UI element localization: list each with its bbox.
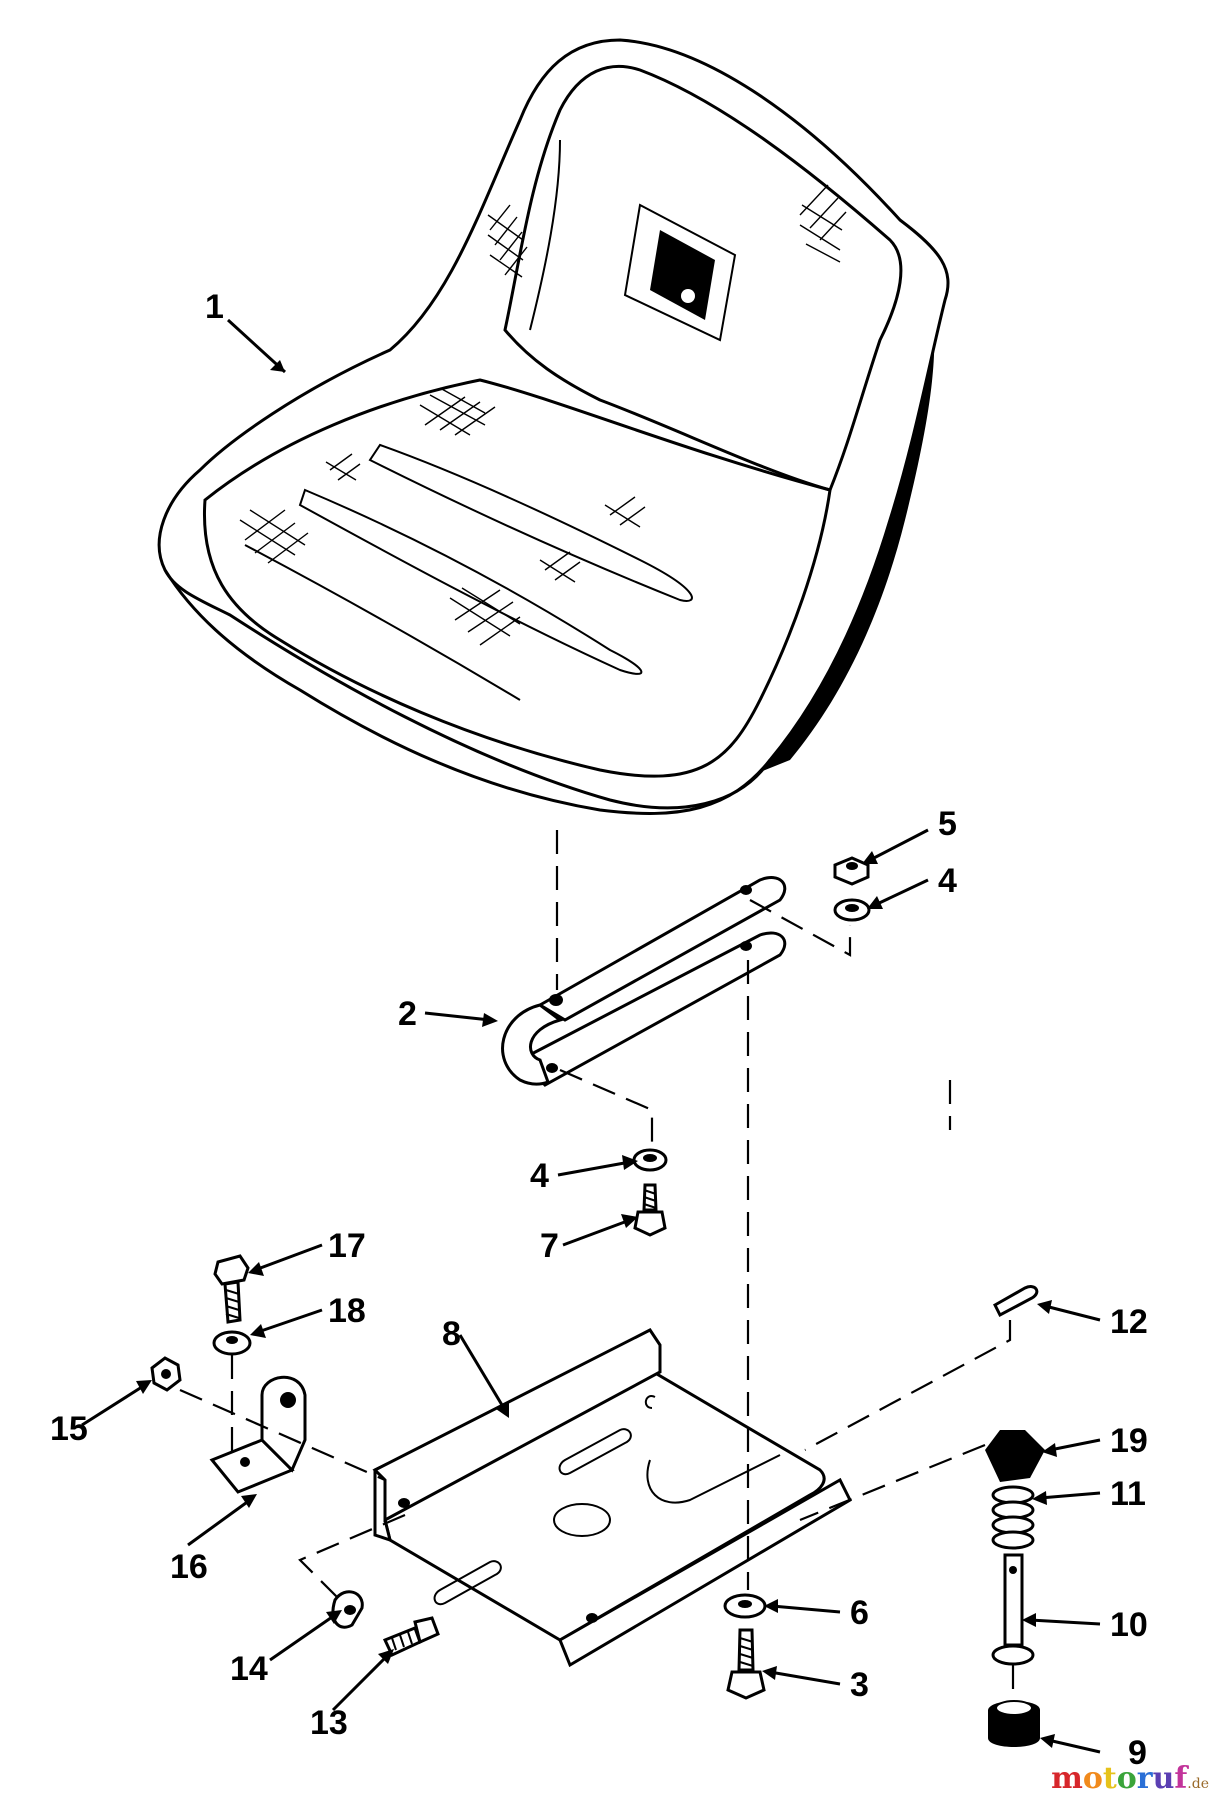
- washer-6: [723, 1593, 767, 1619]
- base-plate-notch: [646, 1454, 781, 1504]
- seat-groove-3: [244, 544, 521, 701]
- screw-3: [726, 1628, 766, 1700]
- base-plate-c-mark: [644, 1395, 656, 1409]
- seat-emblem-dot: [681, 289, 695, 303]
- watermark-suffix: .de: [1187, 1776, 1209, 1792]
- watermark-letter: o: [1116, 1761, 1137, 1796]
- callout-8: 8: [442, 1315, 461, 1353]
- base-plate-hole-left: [398, 1498, 410, 1508]
- seat-emblem: [650, 230, 715, 320]
- callout-2: 2: [398, 995, 417, 1033]
- bracket-top-arm: [537, 876, 787, 1022]
- callout-18: 18: [328, 1292, 366, 1330]
- callout-11: 11: [1110, 1475, 1146, 1513]
- bracket-hole-3: [740, 941, 752, 951]
- knob-19: [985, 1430, 1045, 1482]
- cotter-pin-12: [993, 1285, 1039, 1318]
- callout-10: 10: [1110, 1606, 1148, 1644]
- seat: [157, 38, 950, 815]
- washer-4-lower: [632, 1148, 668, 1172]
- callout-7: 7: [540, 1227, 559, 1265]
- callout-12: 12: [1110, 1303, 1148, 1341]
- callout-19: 19: [1110, 1422, 1148, 1460]
- leader-lines: [81, 318, 1101, 1754]
- seat-shell: [157, 38, 950, 815]
- bolt-17: [213, 1254, 250, 1324]
- nut-5: [833, 856, 870, 886]
- bracket-hole-1: [549, 994, 563, 1006]
- seat-groove-1: [368, 443, 693, 602]
- callout-3: 3: [850, 1666, 869, 1704]
- watermark-letter: o: [1082, 1761, 1103, 1796]
- callout-14: 14: [230, 1650, 268, 1688]
- base-plate-hole-right: [586, 1613, 598, 1623]
- callout-17: 17: [328, 1227, 366, 1265]
- hinge-base-hole: [240, 1457, 250, 1467]
- washer-4-upper: [833, 898, 871, 922]
- callout-5: 5: [938, 805, 957, 843]
- seat-backrest-panel: [503, 64, 903, 492]
- seat-groove-2: [298, 488, 643, 675]
- base-plate-slot-1: [558, 1428, 632, 1476]
- hinge-bracket: [209, 1375, 307, 1494]
- seat-texture: [239, 184, 847, 646]
- watermark-letter: r: [1136, 1761, 1153, 1796]
- bracket-loop: [501, 1003, 564, 1086]
- callout-4-upper: 4: [938, 862, 957, 900]
- knob-9: [988, 1700, 1040, 1747]
- bracket-hole-4: [546, 1063, 558, 1073]
- callout-labels: 1 2 5 4 4 7 17 18 8 15 16 12 19 11 10 9 …: [50, 288, 1148, 1772]
- callout-16: 16: [170, 1548, 208, 1586]
- nut-15: [150, 1356, 182, 1392]
- hinge-hole: [280, 1392, 296, 1408]
- seat-bottom-lip: [163, 569, 772, 810]
- callout-4-lower: 4: [530, 1157, 549, 1195]
- callout-13: 13: [310, 1704, 348, 1742]
- assembly-lines: [179, 830, 1015, 1700]
- washer-18: [212, 1330, 252, 1356]
- screw-7: [633, 1183, 667, 1237]
- slide-bracket: [501, 876, 787, 1087]
- seat-cushion: [202, 378, 832, 778]
- seat-emblem-frame: [623, 203, 737, 342]
- watermark-letters: motoruf: [1051, 1761, 1187, 1796]
- watermark-letter: u: [1152, 1761, 1175, 1796]
- callout-1: 1: [205, 288, 224, 326]
- base-plate-slot-2: [433, 1560, 502, 1606]
- bracket-bottom-arm: [517, 931, 787, 1087]
- callout-6: 6: [850, 1594, 869, 1632]
- motoruf-watermark: motoruf.de: [1051, 1761, 1209, 1796]
- watermark-letter: f: [1174, 1761, 1188, 1796]
- watermark-letter: t: [1102, 1761, 1117, 1796]
- base-plate-center-hole: [553, 1503, 611, 1537]
- pin-10: [991, 1553, 1035, 1666]
- backrest-groove: [529, 139, 561, 331]
- bracket-hole-2: [740, 885, 752, 895]
- spring-11: [991, 1485, 1035, 1550]
- callout-15: 15: [50, 1410, 88, 1448]
- bolt-13: [382, 1616, 440, 1657]
- base-plate: [372, 1328, 852, 1668]
- callout-9: 9: [1128, 1734, 1147, 1772]
- watermark-letter: m: [1051, 1761, 1083, 1796]
